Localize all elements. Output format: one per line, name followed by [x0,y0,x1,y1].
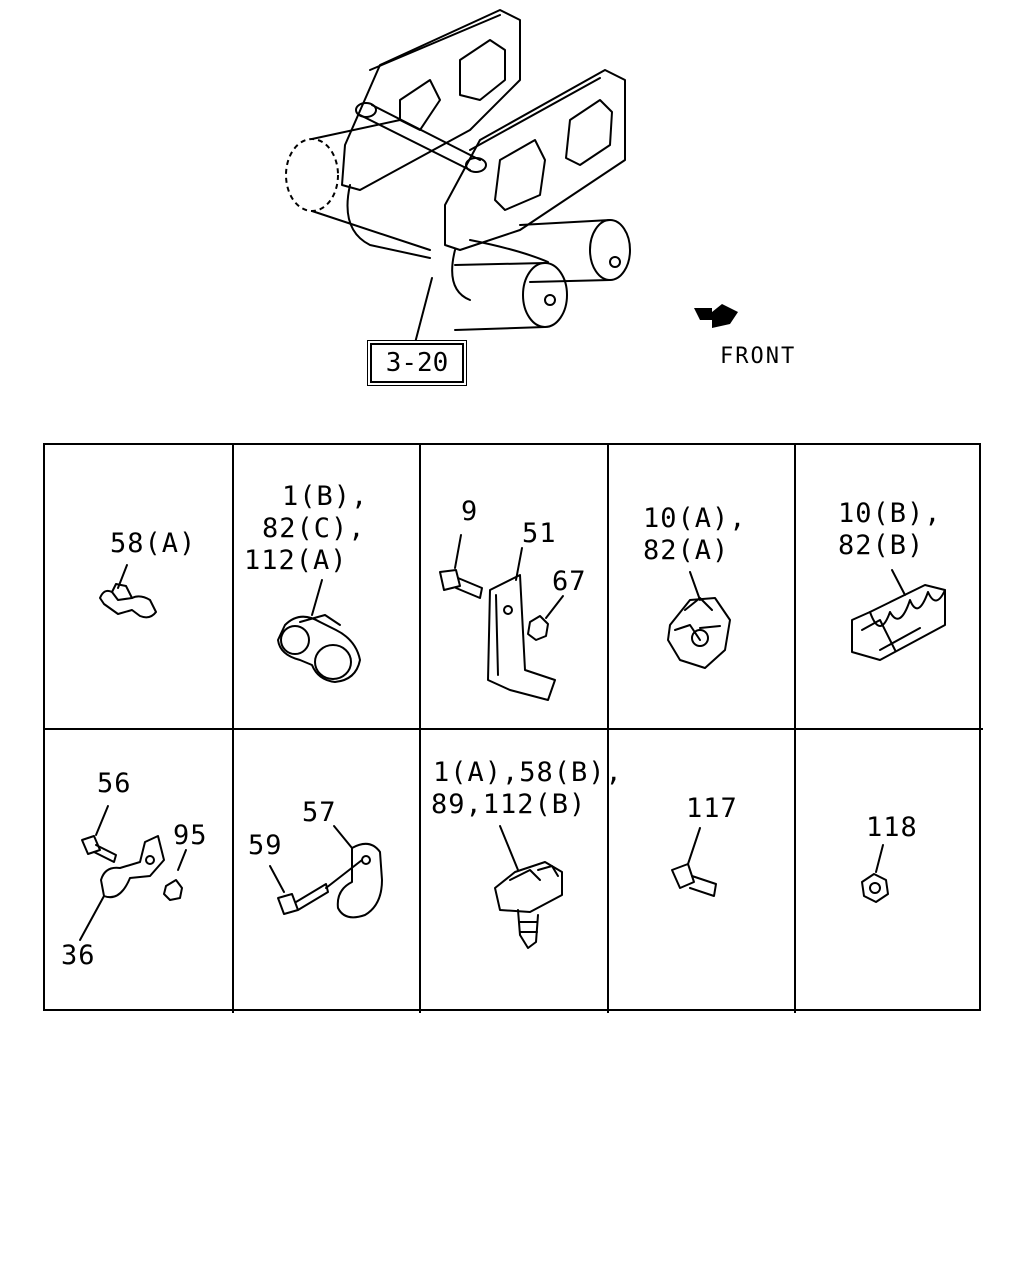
part-number-label: 82(C), [262,513,366,544]
part-number-label: 82(A) [643,535,730,566]
part-number-label: 10(A), [643,503,747,534]
part-number-label: 112(A) [244,545,348,576]
part-number-label: 82(B) [838,530,925,561]
part-number-label: 9 [461,496,479,527]
part-number-label: 58(A) [110,528,197,559]
reference-number-box: 3-20 [370,343,464,383]
part-number-label: 1(A),58(B), [433,757,623,788]
part-number-label: 56 [97,768,132,799]
part-number-label: 59 [248,830,283,861]
part-number-label: 89,112(B) [431,789,587,820]
part-number-label: 36 [61,940,96,971]
part-number-label: 10(B), [838,498,942,529]
parts-table [43,443,983,1013]
part-number-label: 118 [866,812,918,843]
part-number-label: 117 [686,793,738,824]
part-number-label: 1(B), [282,481,369,512]
part-number-label: 67 [552,566,587,597]
table-grid-lines [45,445,983,1013]
part-number-label: 57 [302,797,337,828]
arrow-icon [694,304,738,328]
part-number-label: 95 [173,820,208,851]
front-direction-label: FRONT [720,344,797,369]
air-tank-assembly-illustration [285,9,631,344]
part-number-label: 51 [522,518,557,549]
